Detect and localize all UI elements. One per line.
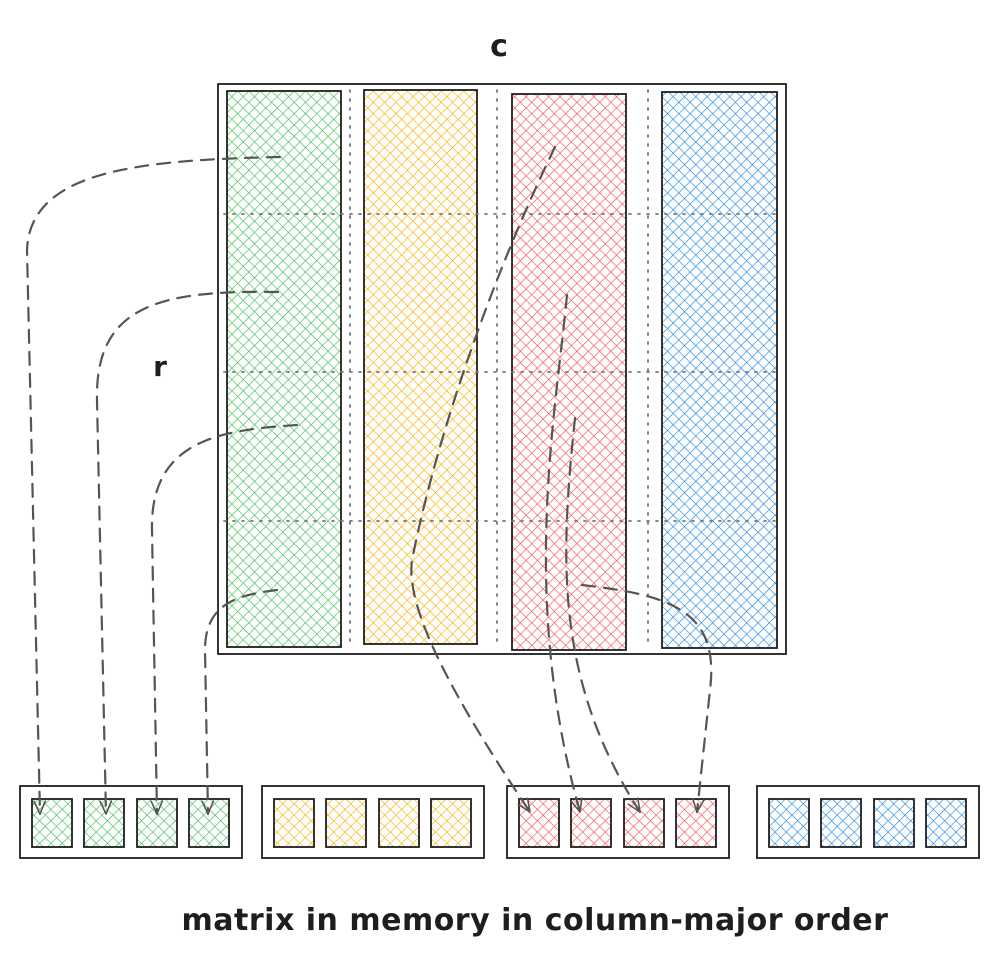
arrow-green-3 bbox=[150, 423, 299, 816]
memory-cell bbox=[136, 798, 178, 848]
matrix-frame bbox=[217, 83, 787, 655]
memory-cell bbox=[430, 798, 472, 848]
memory-group-blue bbox=[756, 785, 980, 859]
memory-cell bbox=[31, 798, 73, 848]
arrow-green-4 bbox=[201, 588, 279, 816]
memory-cell bbox=[83, 798, 125, 848]
row-separators bbox=[223, 213, 781, 522]
column-yellow bbox=[363, 89, 478, 645]
column-green bbox=[226, 90, 342, 648]
memory-cell bbox=[188, 798, 230, 848]
caption: matrix in memory in column-major order bbox=[182, 903, 889, 938]
memory-cell bbox=[273, 798, 315, 848]
memory-cell bbox=[768, 798, 810, 848]
memory-layout bbox=[19, 785, 980, 859]
row-count-label: r bbox=[153, 350, 167, 383]
memory-group-red bbox=[506, 785, 730, 859]
memory-cell bbox=[378, 798, 420, 848]
arrow-red-3 bbox=[565, 416, 642, 814]
column-blue bbox=[661, 91, 778, 649]
arrow-red-1 bbox=[410, 145, 557, 814]
arrow-red-2 bbox=[544, 293, 583, 814]
arrow-green-2 bbox=[95, 290, 280, 816]
memory-group-yellow bbox=[261, 785, 485, 859]
memory-cell bbox=[675, 798, 717, 848]
arrow-red-4 bbox=[580, 583, 713, 814]
memory-cell bbox=[325, 798, 367, 848]
memory-cell bbox=[873, 798, 915, 848]
arrow-green-1 bbox=[25, 155, 282, 816]
column-separators bbox=[349, 89, 649, 649]
memory-cell bbox=[820, 798, 862, 848]
memory-cell bbox=[623, 798, 665, 848]
mapping-arrows bbox=[25, 145, 713, 816]
memory-cell bbox=[925, 798, 967, 848]
column-count-label: c bbox=[490, 29, 508, 64]
memory-cell bbox=[570, 798, 612, 848]
matrix-columns bbox=[226, 89, 778, 651]
